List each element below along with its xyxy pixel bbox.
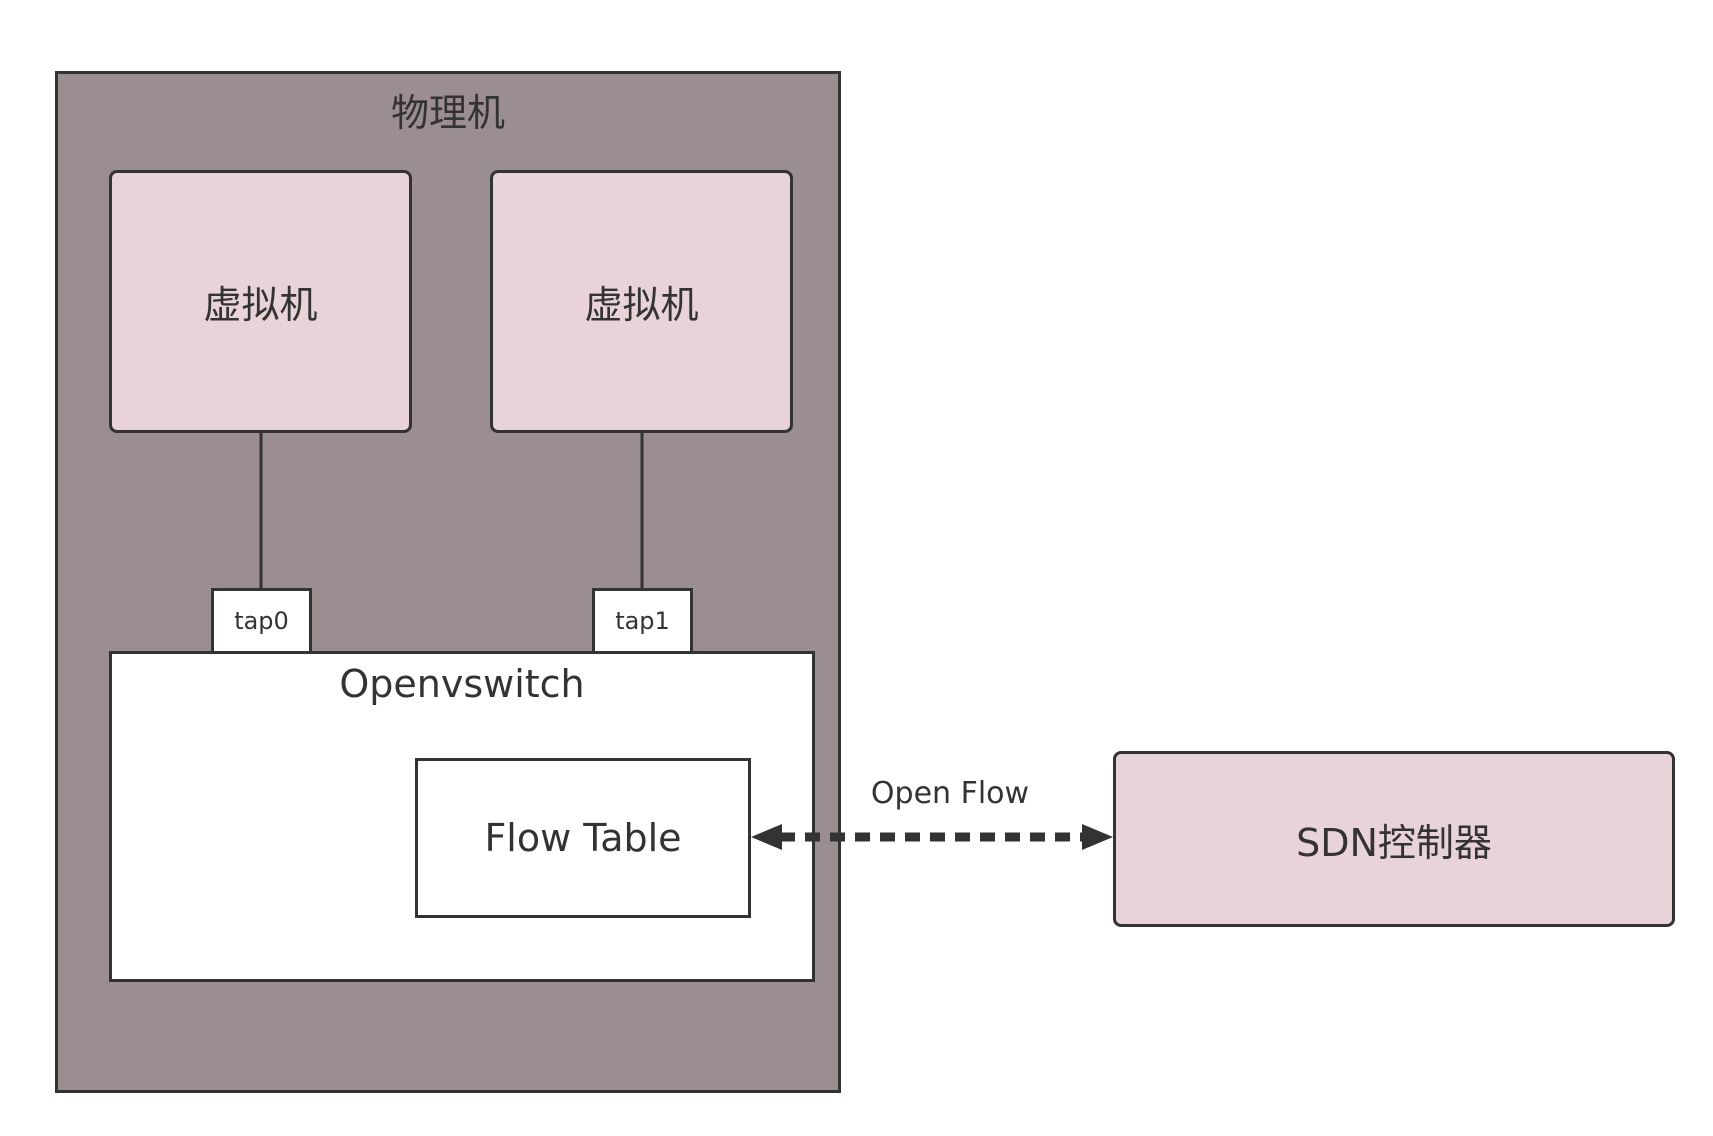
sdn-controller: SDN控制器 — [1113, 751, 1675, 927]
openvswitch-title: Openvswitch — [339, 662, 585, 706]
physical-machine-title: 物理机 — [390, 91, 505, 135]
virtual-machine-2-label: 虚拟机 — [584, 283, 699, 327]
virtual-machine-1: 虚拟机 — [109, 170, 412, 433]
tap0-port: tap0 — [211, 588, 312, 654]
flow-table-label: Flow Table — [484, 816, 682, 860]
virtual-machine-1-label: 虚拟机 — [203, 283, 318, 327]
arrowhead-right — [1082, 824, 1113, 850]
tap1-port: tap1 — [592, 588, 693, 654]
virtual-machine-2: 虚拟机 — [490, 170, 793, 433]
sdn-controller-label: SDN控制器 — [1296, 820, 1492, 865]
tap0-label: tap0 — [234, 607, 289, 635]
openflow-link-label: Open Flow — [870, 776, 1030, 811]
flow-table: Flow Table — [415, 758, 751, 918]
tap1-label: tap1 — [615, 607, 670, 635]
